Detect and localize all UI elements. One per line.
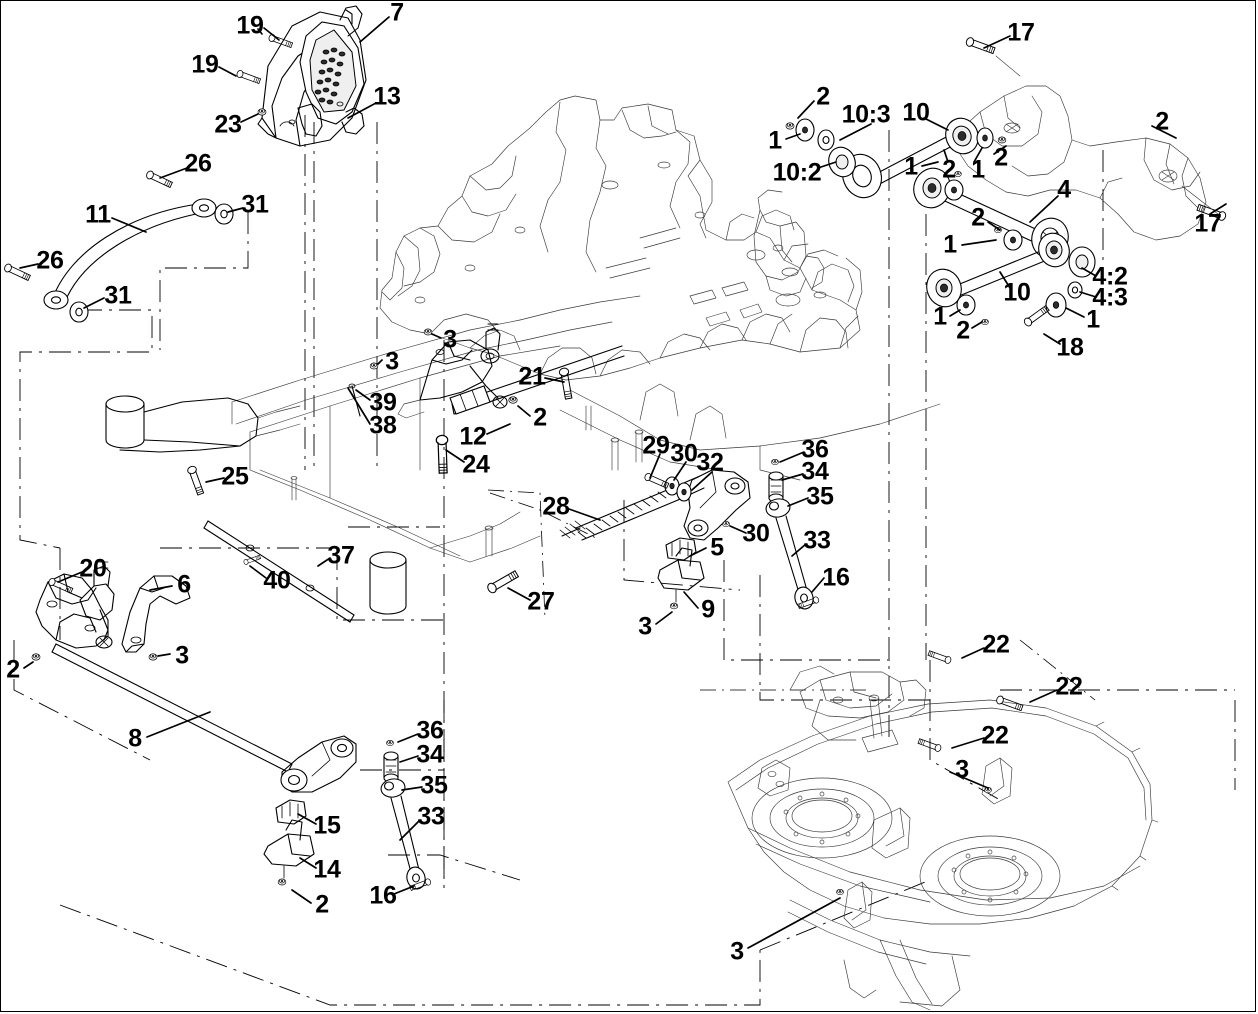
callout-29: 29	[642, 431, 670, 460]
callout-4: 4	[1057, 175, 1071, 204]
callout-39: 39	[369, 388, 397, 417]
callout-2: 2	[315, 890, 329, 919]
callout-3: 3	[385, 347, 399, 376]
callout-16: 16	[369, 881, 397, 910]
callout-34: 34	[416, 740, 444, 769]
link-arm-10-upper	[785, 117, 1007, 199]
rod-33-left	[380, 739, 432, 892]
callout-2: 2	[956, 316, 970, 345]
callout-18: 18	[1056, 333, 1084, 362]
callout-2: 2	[1155, 107, 1169, 136]
callout-26: 26	[36, 246, 64, 275]
callout-2: 2	[533, 403, 547, 432]
callout-35: 35	[806, 482, 834, 511]
tractor-frame	[379, 95, 863, 381]
callout-22: 22	[981, 721, 1009, 750]
callout-4-2: 4:2	[1092, 262, 1128, 291]
callout-30: 30	[670, 439, 698, 468]
callout-17: 17	[1194, 209, 1222, 238]
rod-37-40	[186, 464, 355, 623]
callout-2: 2	[816, 82, 830, 111]
callout-37: 37	[327, 541, 355, 570]
callout-2: 2	[6, 655, 20, 684]
frame-lower-rails	[105, 295, 941, 615]
phantom-guidelines	[13, 115, 1236, 1006]
callout-12: 12	[459, 422, 487, 451]
callout-19: 19	[191, 50, 219, 79]
pedal-assembly	[257, 5, 367, 147]
callout-25: 25	[221, 462, 249, 491]
callout-8: 8	[128, 724, 142, 753]
callout-32: 32	[696, 448, 724, 477]
callout-1: 1	[933, 302, 947, 331]
callout-40: 40	[263, 566, 291, 595]
callout-11: 11	[85, 200, 111, 229]
callout-33: 33	[417, 802, 445, 831]
callout-1: 1	[904, 152, 918, 181]
callout-19: 19	[236, 11, 264, 40]
callout-3: 3	[730, 937, 744, 966]
callout-7: 7	[390, 0, 404, 27]
callout-2: 2	[971, 203, 985, 232]
callout-10: 10	[902, 98, 930, 127]
left-bracket	[753, 189, 825, 297]
callout-34: 34	[801, 457, 829, 486]
callout-26: 26	[184, 149, 212, 178]
fastener-19-upper	[257, 28, 294, 49]
callout-20: 20	[79, 554, 107, 583]
callout-13: 13	[373, 82, 401, 111]
callout-24: 24	[462, 450, 490, 479]
bracket-5-9	[657, 537, 705, 610]
callout-38: 38	[369, 411, 397, 440]
callout-30: 30	[742, 519, 770, 548]
callout-28: 28	[542, 492, 570, 521]
callout-10-2: 10:2	[772, 158, 822, 187]
callout-31: 31	[104, 281, 132, 310]
callout-22: 22	[1055, 672, 1083, 701]
bracket-14-15	[263, 799, 315, 886]
callout-2: 2	[994, 143, 1008, 172]
callout-3: 3	[955, 755, 969, 784]
callout-1: 1	[943, 230, 957, 259]
callout-9: 9	[701, 595, 715, 624]
callout-4-3: 4:3	[1092, 283, 1128, 312]
callout-31: 31	[241, 190, 269, 219]
callout-17: 17	[1007, 18, 1035, 47]
callout-15: 15	[313, 811, 341, 840]
callout-36: 36	[416, 716, 444, 745]
link-arm-10-lower	[926, 226, 1070, 326]
mower-deck	[727, 649, 1159, 1011]
lever-12-assembly	[348, 323, 625, 595]
leader-lines	[19, 16, 1227, 949]
lift-bar-11	[2, 169, 234, 323]
callout-14: 14	[313, 855, 341, 884]
fastener-23-nut	[257, 108, 267, 116]
callout-6: 6	[177, 570, 191, 599]
callout-27: 27	[527, 587, 555, 616]
callout-3: 3	[443, 325, 457, 354]
pedal-6-assembly	[31, 561, 191, 661]
callout-1: 1	[768, 126, 782, 155]
callout-16: 16	[822, 563, 850, 592]
spring-28-assembly	[559, 469, 751, 541]
callout-10-3: 10:3	[841, 100, 891, 129]
callout-35: 35	[420, 771, 448, 800]
callout-3: 3	[638, 612, 652, 641]
callout-21: 21	[518, 362, 546, 391]
callout-1: 1	[971, 155, 985, 184]
callout-1: 1	[1086, 305, 1100, 334]
callout-2: 2	[942, 155, 956, 184]
callout-22: 22	[982, 630, 1010, 659]
fastener-19-lower	[235, 69, 262, 85]
transaxle-housing	[955, 36, 1228, 241]
callout-10: 10	[1003, 278, 1031, 307]
cross-shaft-8	[51, 643, 357, 793]
callout-33: 33	[803, 526, 831, 555]
callout-23: 23	[214, 110, 242, 139]
callout-5: 5	[710, 533, 724, 562]
callout-36: 36	[801, 435, 829, 464]
callout-3: 3	[175, 641, 189, 670]
